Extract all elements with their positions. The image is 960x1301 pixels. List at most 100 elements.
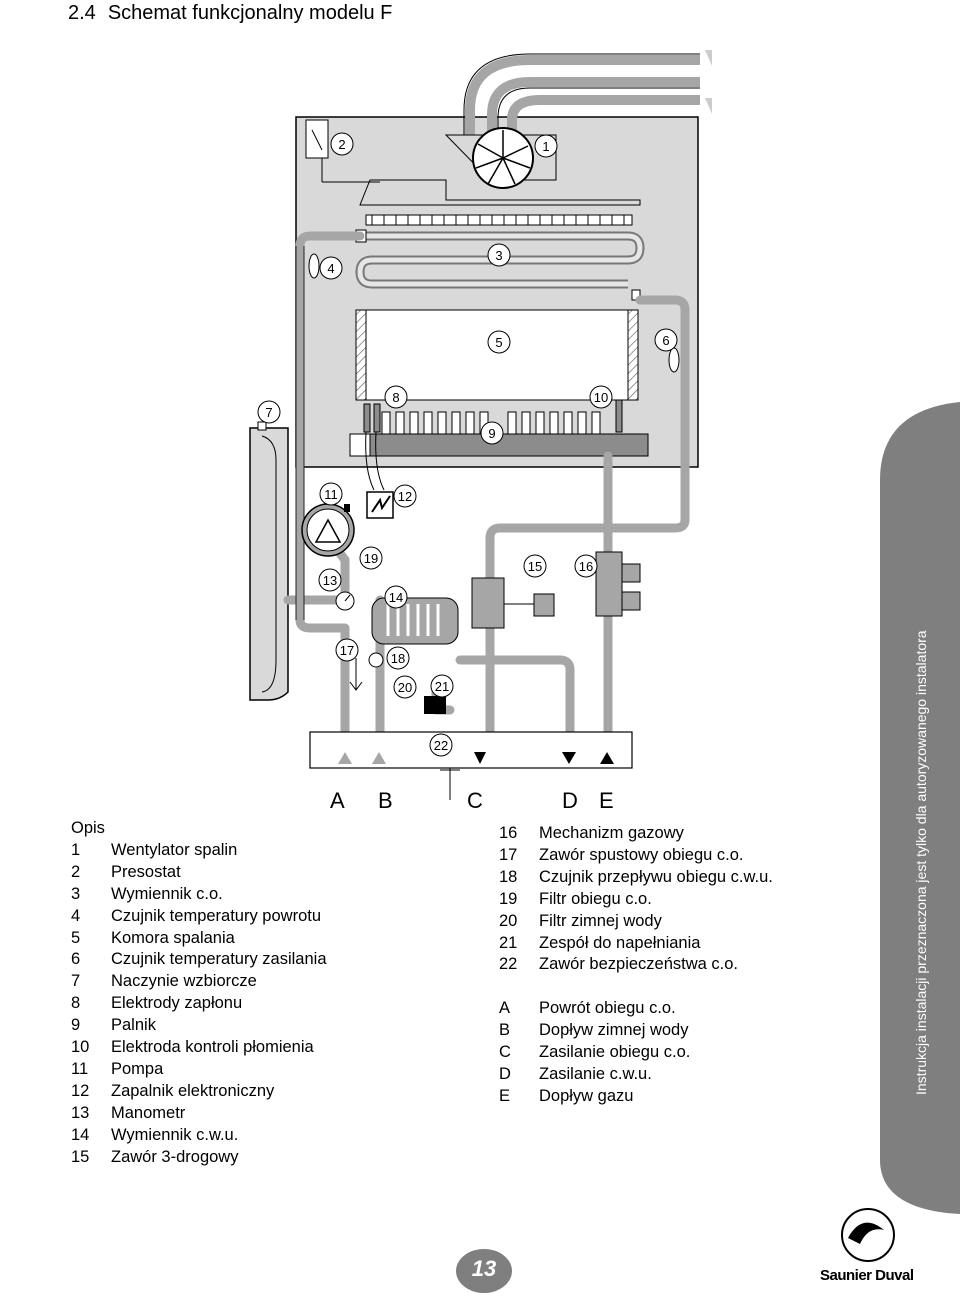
pressure-switch (305, 119, 380, 183)
callout-4: 4 (319, 256, 343, 280)
svg-text:7: 7 (265, 405, 272, 420)
svg-text:12: 12 (398, 489, 412, 504)
callout-22: 22 (429, 733, 453, 757)
filling-unit (349, 652, 465, 800)
svg-text:14: 14 (389, 590, 403, 605)
legend-heading: Opis (71, 819, 105, 837)
svg-text:11: 11 (324, 487, 338, 502)
callout-18: 18 (386, 646, 410, 670)
side-note: Instrukcja instalacji przeznaczona jest … (896, 520, 929, 1100)
brand-name: Saunier Duval (820, 1267, 914, 1284)
svg-text:3: 3 (495, 248, 502, 263)
manometer (335, 591, 355, 611)
side-note-text: Instrukcja instalacji przeznaczona jest … (913, 630, 929, 1095)
callout-16: 16 (574, 554, 598, 578)
combustion-chamber (355, 309, 639, 401)
callout-11: 11 (319, 482, 343, 506)
svg-text:15: 15 (528, 559, 542, 574)
svg-text:1: 1 (542, 139, 549, 154)
svg-text:8: 8 (392, 390, 399, 405)
callout-7: 7 (257, 400, 281, 424)
svg-text:20: 20 (398, 680, 412, 695)
connection-bar (309, 731, 633, 769)
dhw-exchanger (371, 597, 459, 645)
page-number-badge (456, 1249, 512, 1293)
svg-text:21: 21 (435, 679, 449, 694)
callout-14: 14 (384, 585, 408, 609)
connection-labels: A B C D E (330, 788, 614, 813)
svg-text:19: 19 (364, 551, 378, 566)
connection-A: A (330, 788, 345, 813)
callout-21: 21 (430, 674, 454, 698)
svg-text:22: 22 (434, 738, 448, 753)
callouts: 1 2 3 4 5 6 7 8 9 10 11 12 13 14 15 16 1… (257, 132, 678, 757)
connection-C: C (467, 788, 483, 813)
flue-duct (465, 55, 700, 135)
gas-valve (595, 551, 641, 617)
flue-fan (359, 127, 641, 206)
svg-text:18: 18 (391, 651, 405, 666)
callout-19: 19 (359, 546, 383, 570)
callout-8: 8 (384, 385, 408, 409)
svg-text:2: 2 (338, 137, 345, 152)
burner (349, 399, 649, 457)
svg-text:17: 17 (340, 643, 354, 658)
svg-text:16: 16 (579, 559, 593, 574)
side-tab (880, 402, 960, 1214)
svg-text:6: 6 (662, 333, 669, 348)
pipes (283, 231, 690, 745)
expansion-vessel (249, 421, 289, 701)
callout-17: 17 (335, 638, 359, 662)
svg-text:13: 13 (323, 573, 337, 588)
temperature-sensors (308, 253, 680, 373)
connection-D: D (562, 788, 578, 813)
igniter (365, 431, 394, 519)
callout-15: 15 (523, 554, 547, 578)
connection-B: B (378, 788, 393, 813)
page-number: 13 (453, 1246, 515, 1292)
page-number-text: 13 (471, 1256, 497, 1281)
callout-3: 3 (487, 243, 511, 267)
callout-20: 20 (393, 675, 417, 699)
svg-text:5: 5 (495, 335, 502, 350)
callout-6: 6 (654, 328, 678, 352)
callout-1: 1 (534, 134, 558, 158)
svg-text:10: 10 (594, 390, 608, 405)
callout-13: 13 (318, 568, 342, 592)
connection-E: E (599, 788, 614, 813)
legend-spacer (499, 976, 773, 998)
saunier-duval-logo-icon (841, 1208, 895, 1262)
callout-9: 9 (480, 421, 504, 445)
callout-10: 10 (589, 385, 613, 409)
svg-text:4: 4 (327, 261, 334, 276)
callout-5: 5 (487, 330, 511, 354)
section-title-text: Schemat funkcjonalny modelu F (107, 2, 393, 24)
